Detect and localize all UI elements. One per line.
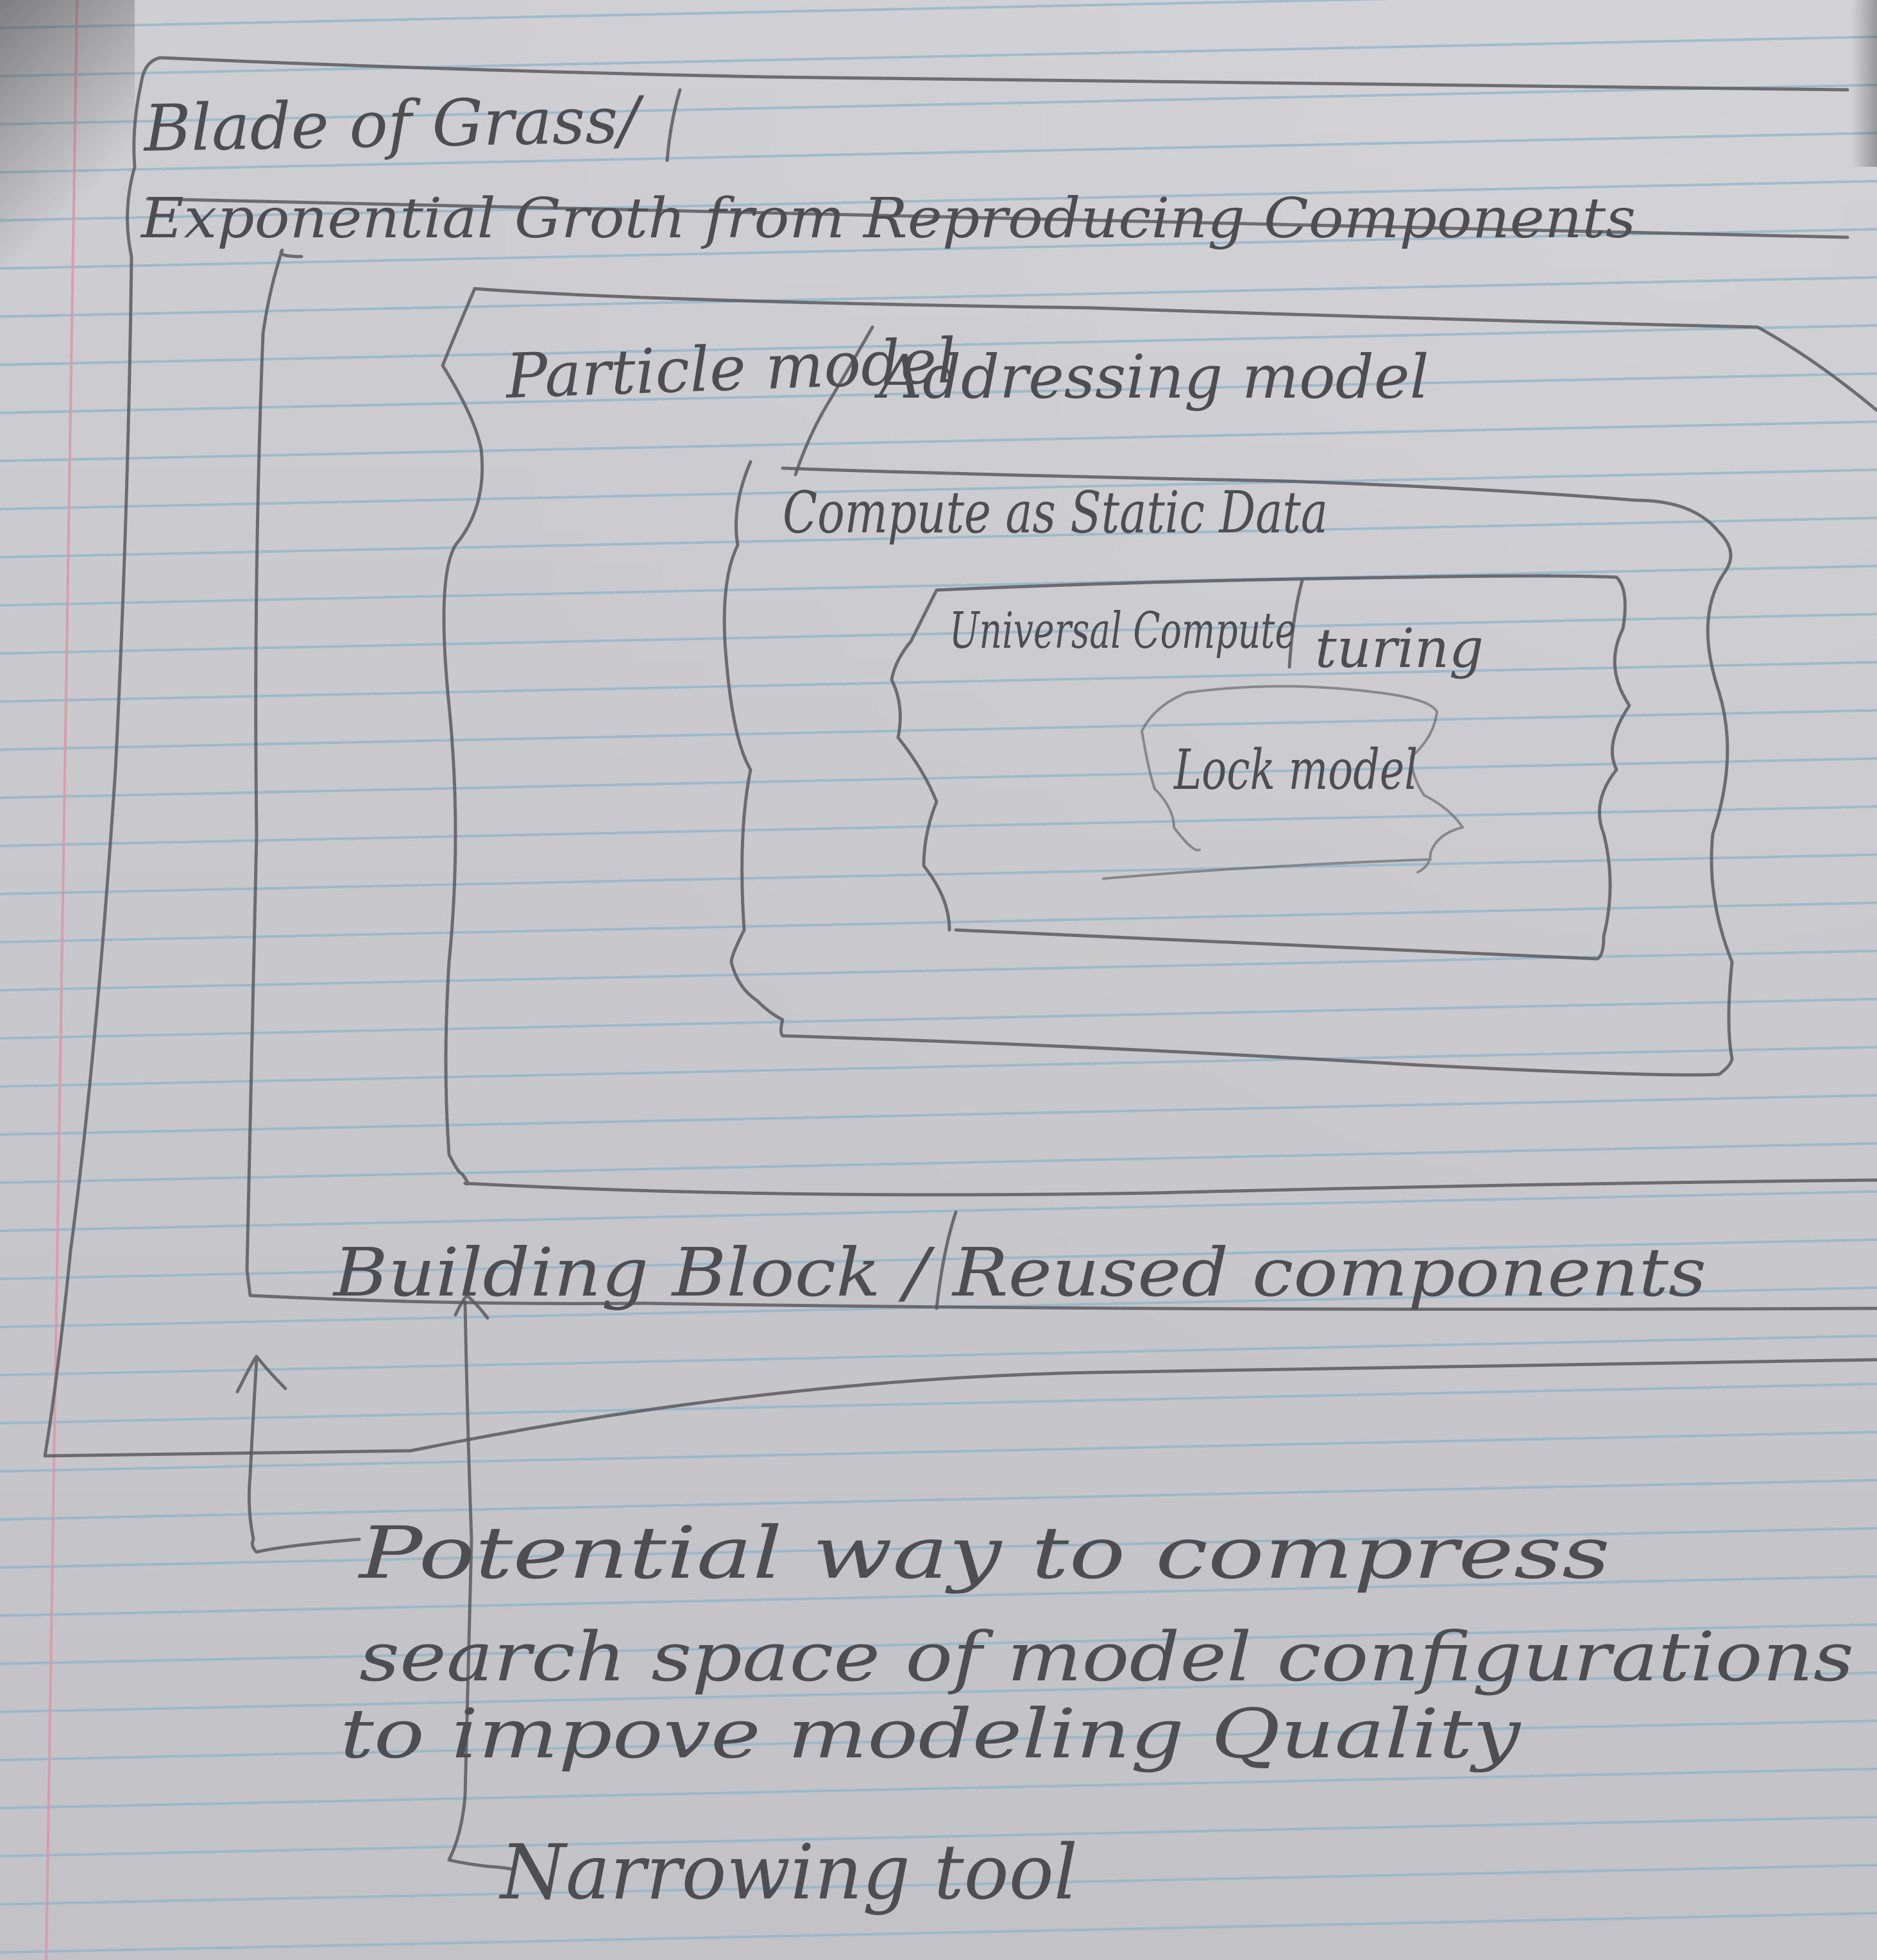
page-corner-shadow <box>0 0 135 269</box>
note-line-1: Potential way to compress <box>357 1512 1610 1595</box>
title-line-1: Blade of Grass/ <box>142 82 645 166</box>
slash-particle-addressing <box>794 325 874 477</box>
note-line-2: search space of model configurations <box>359 1618 1854 1696</box>
slash-universal-turing <box>1287 579 1304 669</box>
slash-building-block <box>935 1210 958 1310</box>
addressing-model-label: Addressing model <box>874 342 1429 412</box>
lock-model-label: Lock model <box>1173 738 1418 802</box>
narrowing-tool-label: Narrowing tool <box>498 1828 1078 1916</box>
compute-static-data-frame <box>722 460 1734 1077</box>
particle-addressing-frame <box>441 287 1877 1197</box>
building-block-frame <box>245 248 1877 1311</box>
universal-compute-frame <box>890 574 1631 961</box>
outer-frame <box>43 56 1877 1458</box>
universal-compute-label: Universal Compute <box>949 602 1296 660</box>
turing-label: turing <box>1315 617 1484 680</box>
slash-title <box>665 88 682 162</box>
note-line-3: to impove modeling Quality <box>340 1694 1521 1773</box>
particle-model-text: Particle model <box>504 325 958 413</box>
page-edge-shadow <box>1851 0 1877 167</box>
building-block-label: Building Block / Reused components <box>332 1233 1706 1312</box>
potential-way-arrow <box>235 1355 361 1554</box>
narrowing-tool-arrow <box>447 1294 515 1871</box>
lock-model-frame <box>1102 685 1464 880</box>
title-line-2: Exponential Groth from Reproducing Compo… <box>140 187 1636 251</box>
compute-static-data-label: Compute as Static Data <box>783 479 1328 546</box>
particle-model-label: Particle model <box>504 325 958 413</box>
